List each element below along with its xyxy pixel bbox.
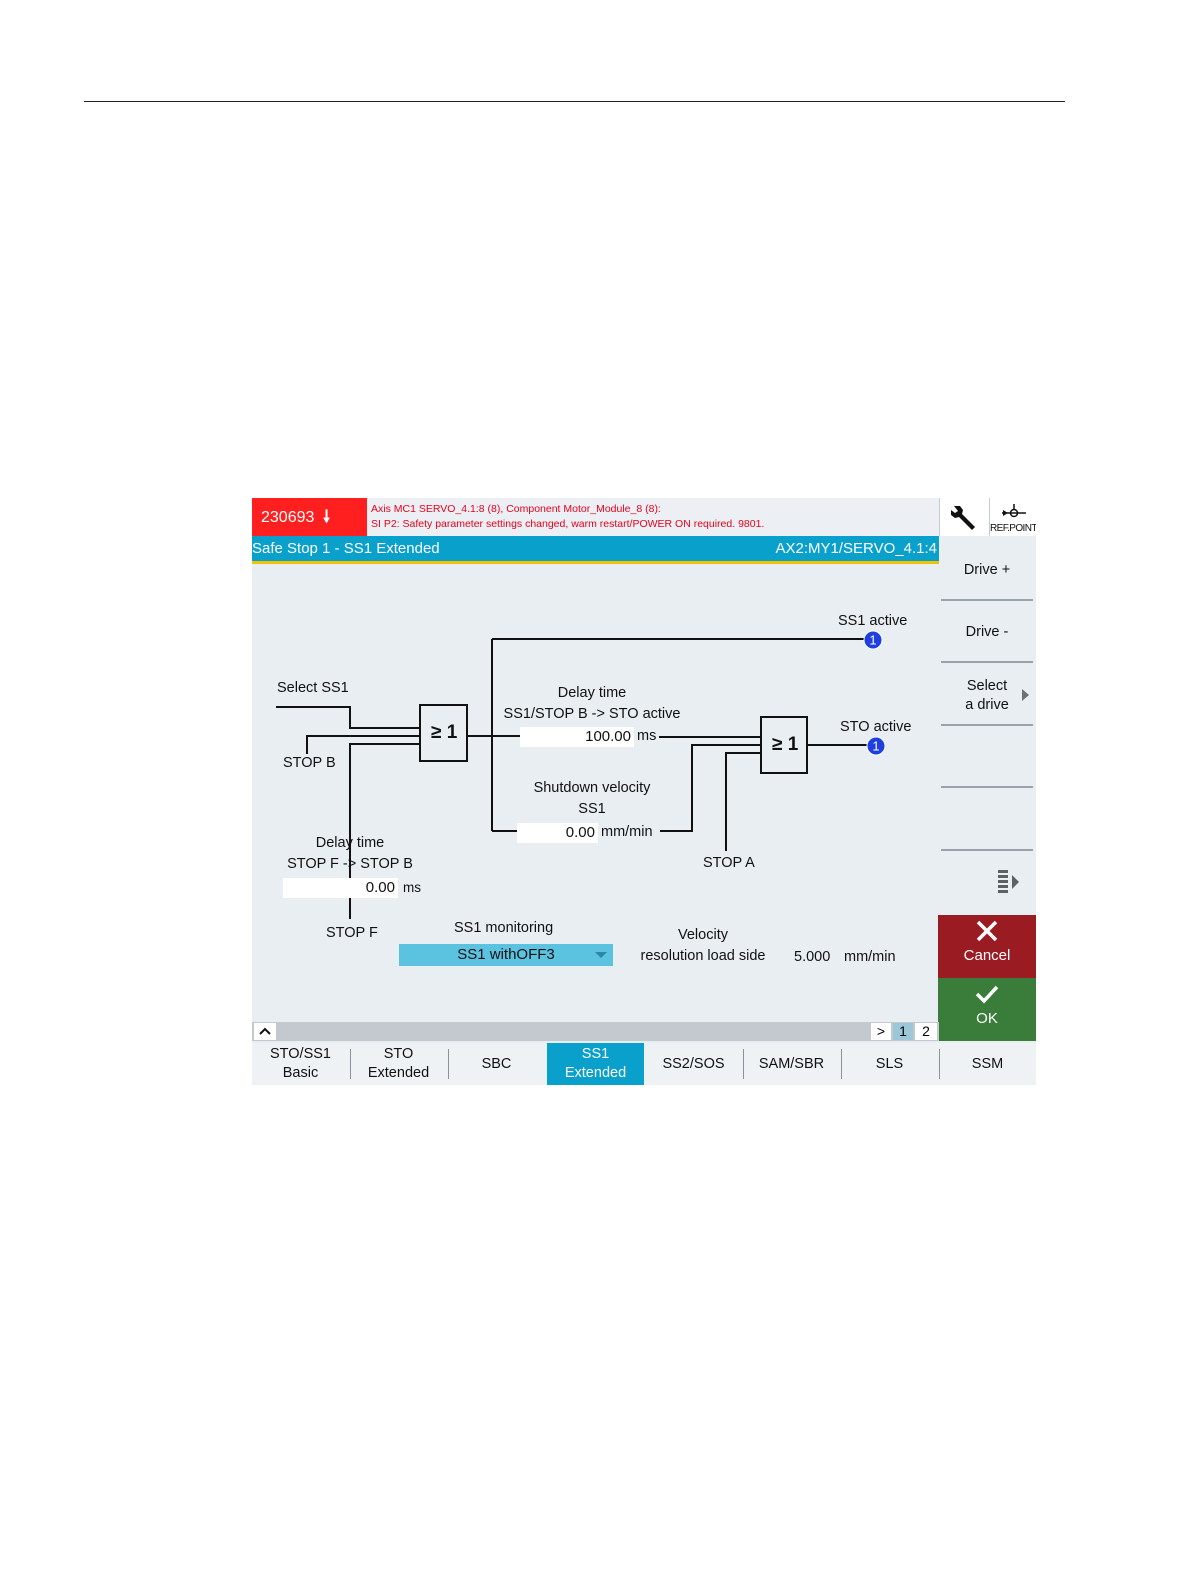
page-1-button[interactable]: 1 <box>893 1023 913 1040</box>
alarm-message[interactable]: Axis MC1 SERVO_4.1:8 (8), Component Moto… <box>367 498 939 536</box>
delay-stopb-input[interactable]: 0.00 <box>283 878 398 898</box>
page-next-button[interactable]: > <box>871 1023 891 1040</box>
tab-divider <box>841 1049 842 1079</box>
list-more-icon <box>998 870 1019 893</box>
tab-sbc[interactable]: SBC <box>481 1055 512 1072</box>
cancel-label: Cancel <box>963 947 1011 964</box>
axis-path: AX2:MY1/SERVO_4.1:4 <box>775 540 937 557</box>
checkmark-icon <box>975 985 999 1004</box>
sto-active-badge: 1 <box>866 736 886 756</box>
select-ss1-label: Select SS1 <box>277 680 349 696</box>
shutdown-velocity-unit: mm/min <box>601 824 653 840</box>
tab-divider <box>448 1049 449 1079</box>
delay-sto-input[interactable]: 100.00 <box>520 727 634 747</box>
hmi-screen: 230693 🠗 Axis MC1 SERVO_4.1:8 (8), Compo… <box>252 498 1036 1085</box>
tab-ss1-extended[interactable]: SS1 Extended <box>547 1043 644 1085</box>
shutdown-velocity-input[interactable]: 0.00 <box>517 823 598 843</box>
logic-wires <box>276 638 867 919</box>
delay-sto-unit: ms <box>637 728 657 744</box>
chevron-down-icon <box>595 952 607 958</box>
shutdown-velocity-subtitle: SS1 <box>578 801 606 817</box>
page-header-rule <box>84 101 1065 102</box>
velocity-resolution-unit: mm/min <box>844 949 896 965</box>
shutdown-velocity-title: Shutdown velocity <box>533 780 651 796</box>
more-softkey[interactable] <box>941 853 1033 914</box>
drive-plus-label: Drive + <box>963 562 1011 578</box>
drive-minus-softkey[interactable]: Drive - <box>941 602 1033 663</box>
chevron-up-icon <box>259 1027 271 1035</box>
alarm-code[interactable]: 230693 🠗 <box>252 498 367 536</box>
velocity-resolution-title: Velocity <box>678 927 728 943</box>
empty-softkey-1[interactable] <box>941 727 1033 788</box>
delay-stopb-title: Delay time <box>315 835 385 851</box>
empty-softkey-2[interactable] <box>941 790 1033 851</box>
ss1-active-badge-number: 1 <box>869 633 876 648</box>
stop-a-label: STOP A <box>703 855 755 871</box>
wrench-icon <box>951 506 975 530</box>
select-drive-label-1: Select <box>966 678 1008 694</box>
ref-point-label: REF.POINT <box>990 523 1036 534</box>
sto-active-badge-number: 1 <box>872 739 879 754</box>
scroll-up-button[interactable] <box>254 1023 276 1040</box>
tab-ssm[interactable]: SSM <box>971 1055 1004 1072</box>
ok-label: OK <box>976 1010 998 1027</box>
tab-sls[interactable]: SLS <box>875 1055 904 1072</box>
ss1-active-badge: 1 <box>863 630 883 650</box>
page-2-button[interactable]: 2 <box>915 1023 937 1040</box>
velocity-resolution-value: 5.000 <box>794 949 831 965</box>
velocity-resolution-subtitle: resolution load side <box>640 948 766 964</box>
tab-sam-sbr[interactable]: SAM/SBR <box>758 1055 825 1072</box>
ok-button[interactable]: OK <box>938 978 1036 1041</box>
ss1-logic-diagram: ≥ 1 ≥ 1 Select SS1 STOP B STOP F STOP A … <box>252 564 939 1022</box>
alarm-line-1: Axis MC1 SERVO_4.1:8 (8), Component Moto… <box>371 503 661 515</box>
cancel-button[interactable]: Cancel <box>938 915 1036 978</box>
alarm-line-2: SI P2: Safety parameter settings changed… <box>371 518 765 530</box>
tab-divider <box>350 1049 351 1079</box>
delay-sto-title: Delay time <box>557 685 627 701</box>
ss1-active-label: SS1 active <box>838 613 908 629</box>
drive-plus-softkey[interactable]: Drive + <box>941 540 1033 601</box>
or-gate-2-label: ≥ 1 <box>772 734 799 755</box>
close-icon <box>976 920 998 942</box>
scroll-pager-bar: > 1 2 <box>252 1022 939 1041</box>
select-drive-label-2: a drive <box>965 697 1009 713</box>
drive-minus-label: Drive - <box>965 624 1009 640</box>
tab-divider <box>939 1049 940 1079</box>
delay-sto-subtitle: SS1/STOP B -> STO active <box>503 706 681 722</box>
tool-button[interactable] <box>939 498 989 536</box>
tab-ss2-sos[interactable]: SS2/SOS <box>662 1055 725 1072</box>
title-bar: Safe Stop 1 - SS1 Extended AX2:MY1/SERVO… <box>252 536 939 564</box>
alarm-number: 230693 <box>261 509 315 526</box>
arrow-down-icon: 🠗 <box>322 507 331 526</box>
tab-sto-extended[interactable]: STO Extended <box>367 1046 430 1081</box>
ref-point-button[interactable]: REF.POINT <box>989 498 1036 536</box>
tab-sto-ss1-basic[interactable]: STO/SS1 Basic <box>270 1046 331 1081</box>
sto-active-label: STO active <box>840 719 912 735</box>
or-gate-1-label: ≥ 1 <box>431 722 458 743</box>
stop-f-label: STOP F <box>326 925 378 941</box>
stop-b-label: STOP B <box>283 755 336 771</box>
select-drive-softkey[interactable]: Select a drive <box>941 665 1033 726</box>
ss1-monitoring-value: SS1 withOFF3 <box>457 946 555 963</box>
tab-divider <box>743 1049 744 1079</box>
submenu-arrow-icon <box>1022 689 1029 701</box>
delay-stopb-unit: ms <box>403 880 421 895</box>
function-tabs: STO/SS1 Basic STO Extended SBC SS1 Exten… <box>252 1043 1036 1085</box>
ss1-monitoring-select[interactable]: SS1 withOFF3 <box>399 944 613 966</box>
page-title: Safe Stop 1 - SS1 Extended <box>252 540 440 557</box>
ref-point-icon <box>1002 504 1026 518</box>
delay-stopb-subtitle: STOP F -> STOP B <box>287 856 413 872</box>
ss1-monitoring-label: SS1 monitoring <box>454 920 554 936</box>
